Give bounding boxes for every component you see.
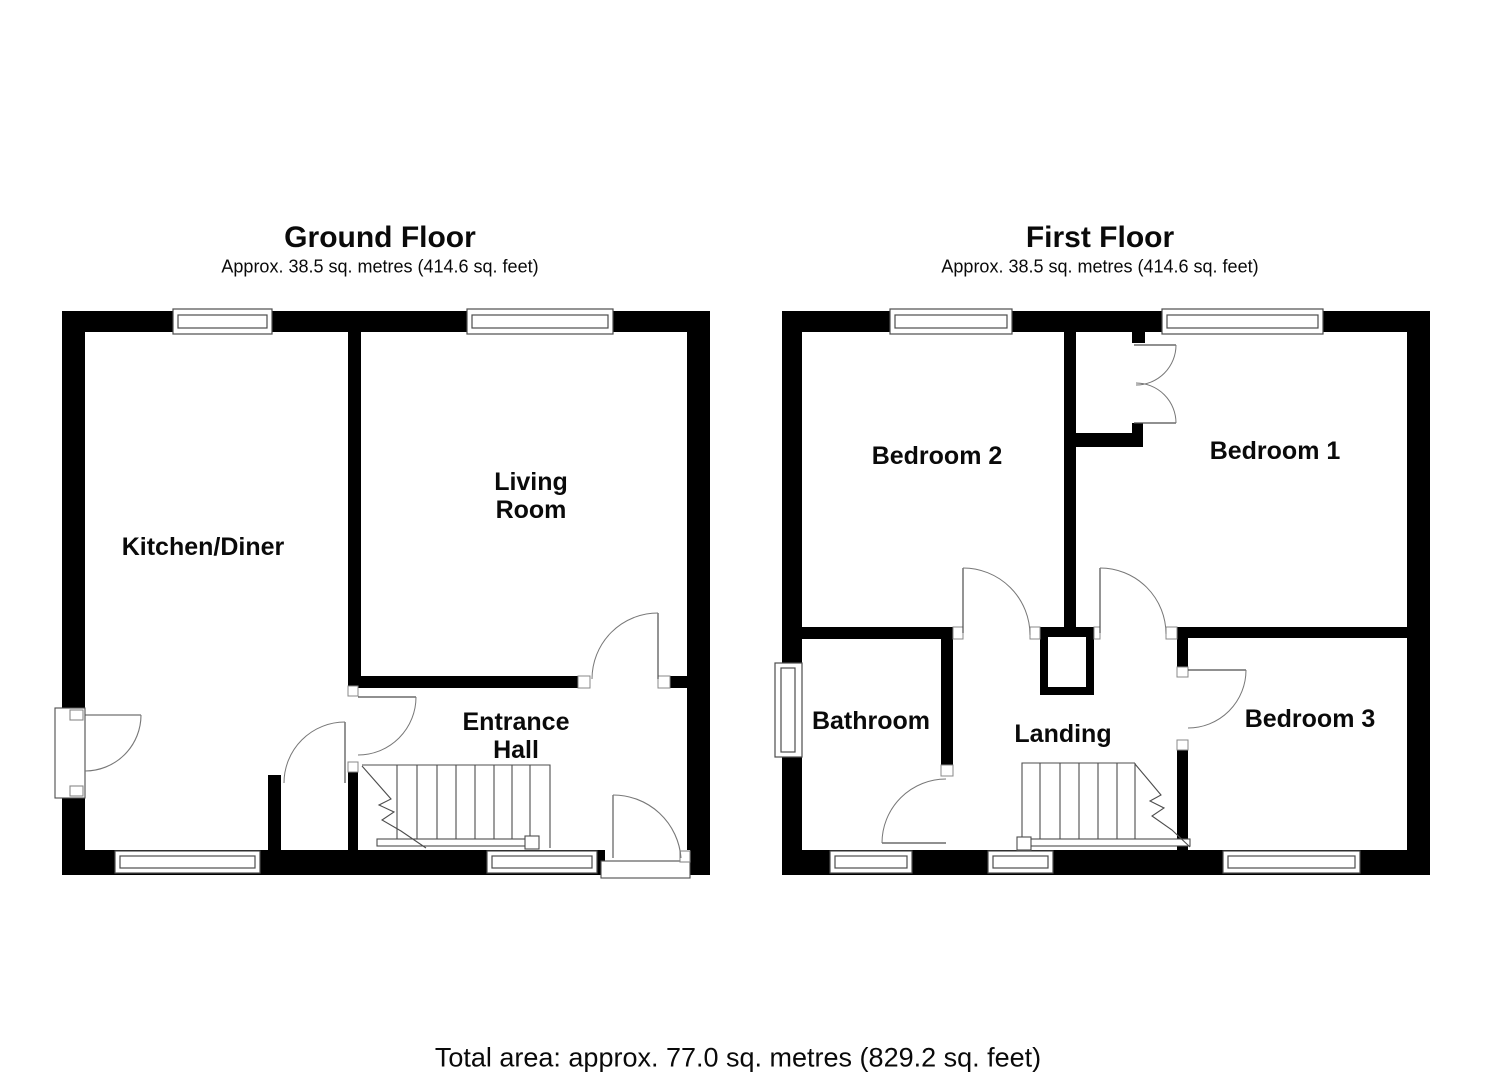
bedroom-2-door [962, 567, 1031, 636]
room-label-living-room: Living Room [494, 468, 568, 524]
first-stairs [1016, 762, 1191, 851]
window [829, 850, 913, 874]
ground-jambs [347, 675, 671, 773]
window [774, 662, 803, 758]
stair-break-line [1134, 763, 1191, 848]
ground-walls [62, 311, 710, 875]
room-label-entrance-hall: Entrance Hall [462, 708, 570, 764]
first-walls [782, 311, 1430, 875]
window [889, 308, 1013, 335]
living-room-door [591, 612, 659, 680]
front-door [600, 794, 691, 879]
ground-floor-title: Ground Floor [284, 221, 476, 254]
room-label-kitchen-diner: Kitchen/Diner [121, 533, 285, 561]
ground-floor-plan [54, 308, 710, 879]
ground-floor-subtitle: Approx. 38.5 sq. metres (414.6 sq. feet) [221, 256, 539, 277]
window [486, 850, 598, 874]
window [172, 308, 273, 335]
room-label-bedroom-2: Bedroom 2 [871, 442, 1003, 470]
bedroom-3-door [1187, 669, 1247, 729]
total-area-text: Total area: approx. 77.0 sq. metres (829… [434, 1042, 1042, 1073]
bathroom-door [881, 778, 947, 844]
window [1161, 308, 1324, 335]
room-label-bedroom-1: Bedroom 1 [1209, 437, 1341, 465]
room-label-landing: Landing [1014, 720, 1112, 748]
kitchen-door [357, 696, 417, 756]
ground-windows [114, 308, 614, 874]
window [1222, 850, 1361, 874]
ground-stairs [361, 764, 551, 850]
window [114, 850, 261, 874]
window [987, 850, 1054, 874]
understairs-door [283, 721, 346, 784]
chimney [1040, 627, 1094, 695]
cupboard-double-doors [1134, 344, 1177, 424]
room-label-bedroom-3: Bedroom 3 [1244, 705, 1376, 733]
ground-doors [283, 612, 659, 784]
first-floor-subtitle: Approx. 38.5 sq. metres (414.6 sq. feet) [941, 256, 1259, 277]
first-floor-title: First Floor [1025, 221, 1175, 254]
room-label-bathroom: Bathroom [811, 707, 931, 735]
first-windows [774, 308, 1361, 874]
back-door [54, 707, 142, 799]
bedroom-1-door [1099, 567, 1167, 635]
first-floor-plan [774, 308, 1430, 875]
window [466, 308, 614, 335]
first-doors [881, 344, 1247, 844]
stair-break-line [361, 765, 427, 849]
